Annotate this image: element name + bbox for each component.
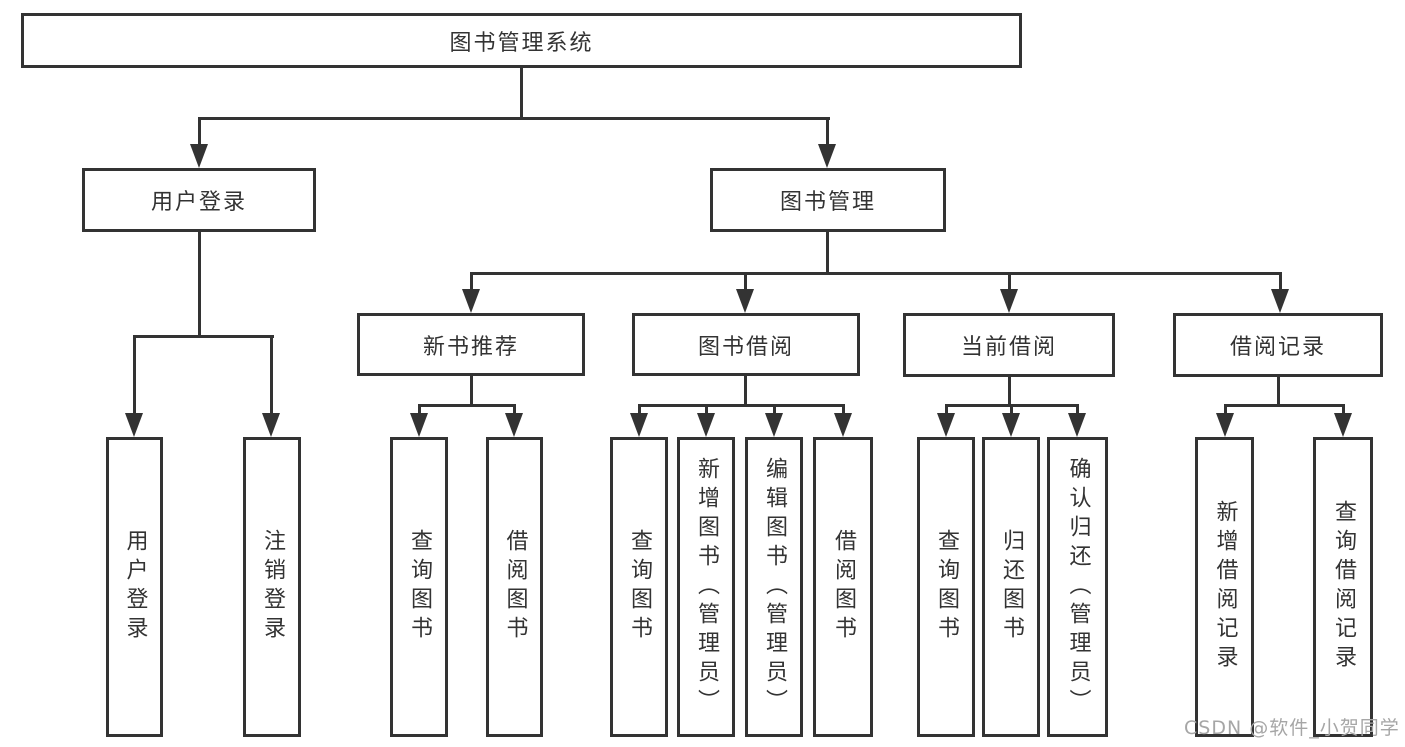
node-label: 借阅记录: [1229, 335, 1326, 360]
leaf-borrow-books: 借阅图书: [813, 437, 873, 737]
arrowhead-down-icon: [1216, 413, 1234, 437]
leaf-label: 归还图书: [999, 529, 1024, 645]
connector-drop-leaf: [1224, 404, 1227, 416]
connector-record-bar: [1224, 404, 1345, 407]
connector-drop-current-borrow: [1008, 272, 1011, 292]
connector-drop-leaf: [513, 404, 516, 416]
leaf-label: 查询图书: [627, 529, 652, 645]
leaf-label: 用户登录: [122, 529, 148, 645]
connector-rec-stub: [470, 376, 473, 406]
leaf-label: 借阅图书: [831, 529, 856, 645]
connector-drop-leaf: [773, 404, 776, 416]
node-book-management: 图书管理: [710, 168, 946, 232]
connector-root-stub: [520, 68, 523, 120]
leaf-label: 新增借阅记录: [1212, 500, 1238, 674]
connector-drop-user-login: [198, 117, 201, 147]
node-new-book-recommend: 新书推荐: [357, 313, 585, 376]
node-user-login: 用户登录: [82, 168, 316, 232]
leaf-label: 编辑图书（管理员）: [762, 456, 787, 718]
connector-drop-leaf: [1076, 404, 1079, 416]
connector-root-bar: [198, 117, 830, 120]
leaf-label: 借阅图书: [502, 529, 528, 645]
leaf-add-books-admin: 新增图书（管理员）: [677, 437, 735, 737]
arrowhead-down-icon: [505, 413, 523, 437]
arrowhead-down-icon: [834, 413, 852, 437]
node-label: 用户登录: [150, 190, 247, 215]
node-label: 图书借阅: [697, 334, 794, 360]
connector-drop-leaf: [842, 404, 845, 416]
connector-drop-book-mgmt: [826, 117, 829, 147]
leaf-label: 查询图书: [407, 529, 432, 645]
arrowhead-down-icon: [1068, 413, 1086, 437]
arrowhead-down-icon: [1002, 413, 1020, 437]
connector-rec-bar: [418, 404, 516, 407]
node-book-borrowing: 图书借阅: [632, 313, 860, 376]
connector-mgmt-bar: [470, 272, 1281, 275]
leaf-label: 注销登录: [260, 529, 285, 645]
leaf-query-books-current: 查询图书: [917, 437, 975, 737]
node-label: 当前借阅: [960, 335, 1057, 360]
leaf-query-borrow-record: 查询借阅记录: [1313, 437, 1373, 737]
arrowhead-down-icon: [462, 289, 480, 313]
leaf-query-books-borrow: 查询图书: [610, 437, 668, 737]
leaf-label: 查询图书: [934, 529, 959, 645]
connector-borrow-bar: [638, 404, 845, 407]
leaf-confirm-return-admin: 确认归还（管理员）: [1047, 437, 1108, 737]
connector-drop-leaf: [418, 404, 421, 416]
connector-login-stub: [198, 232, 201, 338]
leaf-return-books: 归还图书: [982, 437, 1040, 737]
arrowhead-down-icon: [1271, 289, 1289, 313]
arrowhead-down-icon: [410, 413, 428, 437]
leaf-user-login: 用户登录: [106, 437, 163, 737]
connector-mgmt-stub: [826, 232, 829, 275]
arrowhead-down-icon: [736, 289, 754, 313]
connector-drop-leaf: [133, 335, 136, 417]
leaf-query-books-rec: 查询图书: [390, 437, 448, 737]
node-current-borrowing: 当前借阅: [903, 313, 1115, 377]
arrowhead-down-icon: [125, 413, 143, 437]
connector-drop-leaf: [945, 404, 948, 416]
connector-current-stub: [1008, 377, 1011, 406]
connector-drop-leaf: [705, 404, 708, 416]
leaf-edit-books-admin: 编辑图书（管理员）: [745, 437, 803, 737]
connector-drop-borrow-record: [1279, 272, 1282, 292]
connector-drop-leaf: [638, 404, 641, 416]
connector-record-stub: [1277, 377, 1280, 406]
connector-login-bar: [133, 335, 274, 338]
leaf-label: 查询借阅记录: [1331, 500, 1356, 674]
arrowhead-down-icon: [190, 144, 208, 168]
connector-drop-leaf: [1010, 404, 1013, 416]
leaf-add-borrow-record: 新增借阅记录: [1195, 437, 1254, 737]
connector-drop-book-borrow: [744, 272, 747, 292]
leaf-label: 新增图书（管理员）: [694, 456, 719, 718]
node-label: 图书管理: [779, 190, 876, 215]
connector-drop-leaf: [1342, 404, 1345, 416]
connector-drop-leaf: [270, 335, 273, 417]
connector-borrow-stub: [744, 376, 747, 406]
leaf-label: 确认归还（管理员）: [1065, 456, 1091, 718]
arrowhead-down-icon: [765, 413, 783, 437]
node-label: 图书管理系统: [449, 30, 594, 56]
arrowhead-down-icon: [697, 413, 715, 437]
csdn-watermark: CSDN @软件_小贺同学: [1184, 717, 1400, 739]
node-borrowing-records: 借阅记录: [1173, 313, 1383, 377]
node-library-system: 图书管理系统: [21, 13, 1022, 68]
node-label: 新书推荐: [422, 334, 519, 360]
arrowhead-down-icon: [818, 144, 836, 168]
leaf-logout: 注销登录: [243, 437, 301, 737]
arrowhead-down-icon: [1334, 413, 1352, 437]
arrowhead-down-icon: [937, 413, 955, 437]
arrowhead-down-icon: [262, 413, 280, 437]
leaf-borrow-books-rec: 借阅图书: [486, 437, 543, 737]
arrowhead-down-icon: [1000, 289, 1018, 313]
connector-drop-new-book: [470, 272, 473, 292]
arrowhead-down-icon: [630, 413, 648, 437]
